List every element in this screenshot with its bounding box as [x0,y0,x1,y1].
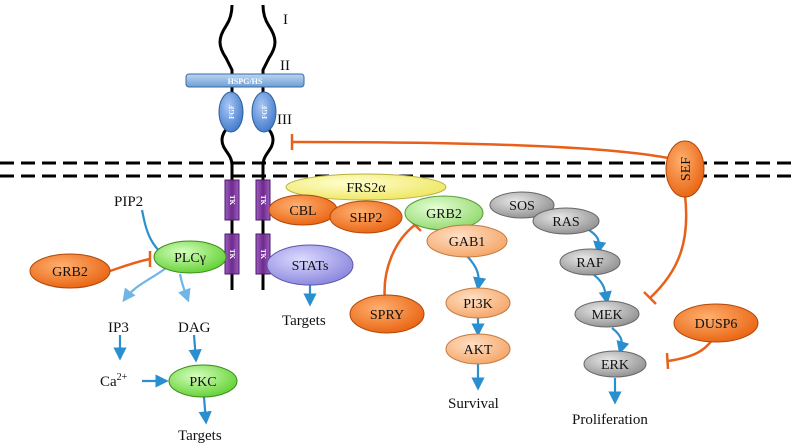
targets-mid-label: Targets [282,313,326,329]
tk-label-1: TK [228,195,236,206]
fgf-label-right: FGF [261,105,269,119]
grb2-left-label: GRB2 [52,265,88,280]
spry-label: SPRY [370,308,404,323]
frs2a-label: FRS2α [346,181,386,196]
raf-label: RAF [576,256,603,271]
calcium-label: Ca2+ [100,372,128,390]
sef-label: SEF [679,157,694,181]
tk-label-2: TK [259,195,267,206]
fgf-ligand-left: FGF [218,91,244,133]
node-cbl: CBL [268,194,338,226]
sos-label: SOS [509,199,535,214]
grb2-right-label: GRB2 [426,207,462,222]
node-raf: RAF [559,248,621,276]
tk-domains: TK TK TK TK [224,179,271,275]
survival-label: Survival [448,396,499,412]
node-dusp6: DUSP6 [673,303,759,343]
cbl-label: CBL [289,204,316,219]
pi3k-label: PI3K [463,297,493,312]
gab1-label: GAB1 [449,235,486,250]
stats-label: STATs [292,259,329,274]
domain-label-ii: II [280,58,290,74]
pkc-label: PKC [189,375,216,390]
targets-left-label: Targets [178,428,222,444]
domain-label-i: I [283,12,288,28]
node-plcg: PLCγ [153,240,227,274]
node-shp2: SHP2 [329,200,403,234]
dag-label: DAG [178,320,211,336]
fgf-ligand-right: FGF [251,91,277,133]
domain-label-iii: III [277,112,292,128]
akt-label: AKT [464,343,493,358]
pip2-label: PIP2 [114,194,143,210]
node-pi3k: PI3K [445,287,511,319]
fgf-label-left: FGF [228,105,236,119]
dusp6-label: DUSP6 [695,317,738,332]
proliferation-label: Proliferation [572,412,648,428]
tk-label-4: TK [259,249,267,260]
node-grb2-left: GRB2 [29,253,111,289]
ip3-label: IP3 [108,320,129,336]
node-ras: RAS [532,207,600,235]
node-akt: AKT [445,333,511,365]
node-sef: SEF [665,140,705,198]
node-sos: SOS [489,191,555,219]
mek-label: MEK [591,308,622,323]
node-spry: SPRY [349,294,425,334]
node-frs2a: FRS2α [285,173,447,201]
node-pkc: PKC [168,364,238,398]
shp2-label: SHP2 [350,211,383,226]
hspg-label: HSPG/HS [228,77,263,86]
erk-label: ERK [601,358,629,373]
hspg-hs-bar: HSPG/HS [185,73,305,88]
plcg-label: PLCγ [174,251,206,266]
ras-label: RAS [552,215,579,230]
node-erk: ERK [583,350,647,378]
cell-membrane [0,161,796,178]
tk-label-3: TK [228,249,236,260]
node-gab1: GAB1 [426,224,508,258]
node-mek: MEK [574,300,640,328]
node-stats: STATs [266,244,354,286]
